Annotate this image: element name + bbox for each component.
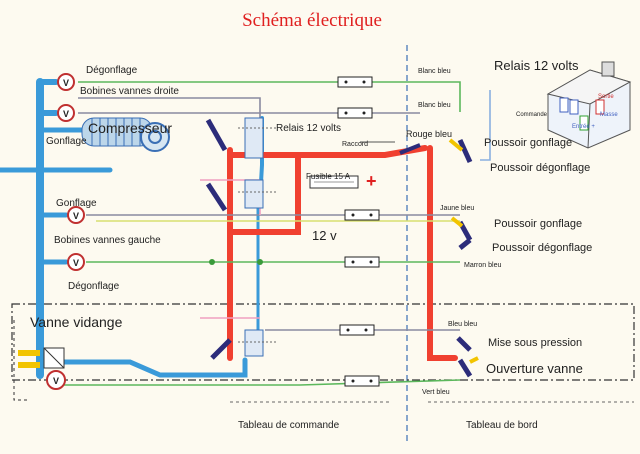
bobines-gauche-label: Bobines vannes gauche bbox=[54, 235, 161, 246]
vidange-zone bbox=[11, 303, 635, 381]
signal-wires bbox=[60, 81, 491, 386]
relay-entree-label: Entrée + bbox=[572, 124, 595, 130]
raccord-label: Raccord bbox=[342, 141, 368, 148]
ouverture-vanne-label: Ouverture vanne bbox=[486, 361, 583, 376]
degonflage-mid-label: Dégonflage bbox=[68, 281, 120, 292]
relay-masse-label: Masse bbox=[600, 112, 618, 118]
vidange-valve-icon bbox=[18, 347, 65, 369]
poussoir-gonflage-label-2: Poussoir gonflage bbox=[494, 218, 582, 230]
mise-sous-pression-label: Mise sous pression bbox=[488, 337, 582, 349]
compressor-icon bbox=[81, 117, 170, 152]
return-path bbox=[13, 320, 30, 401]
bobines-droite-label: Bobines vannes droite bbox=[80, 86, 179, 97]
tableau-commande-label: Tableau de commande bbox=[238, 420, 340, 431]
voltmeter-icon bbox=[46, 73, 85, 390]
poussoir-gonflage-label-1: Poussoir gonflage bbox=[484, 137, 572, 149]
switch-icon bbox=[205, 118, 479, 378]
relay-commande-label: Commande bbox=[516, 112, 548, 118]
tableau-bord-label: Tableau de bord bbox=[466, 420, 538, 431]
fuse-icon bbox=[309, 175, 359, 189]
poussoir-degonflage-label-2: Poussoir dégonflage bbox=[492, 242, 592, 254]
gonflage-mid-label: Gonflage bbox=[56, 198, 97, 209]
wire-label-rouge-bleu: Rouge bleu bbox=[406, 129, 452, 139]
compresseur-label: Compresseur bbox=[88, 120, 172, 136]
wire-label-vert-bleu: Vert bleu bbox=[422, 389, 450, 396]
wire-label-blanc-bleu-2: Blanc bleu bbox=[418, 102, 451, 109]
volts-label: 12 v bbox=[312, 228, 337, 243]
degonflage-top-label: Dégonflage bbox=[86, 65, 138, 76]
relay-box-title: Relais 12 volts bbox=[494, 58, 579, 73]
fuse-plus-sign: + bbox=[366, 171, 377, 191]
gonflage-top-label: Gonflage bbox=[46, 136, 87, 147]
center-relay-label: Relais 12 volts bbox=[276, 123, 341, 134]
fuse-label: Fusible 15 A bbox=[306, 172, 351, 181]
relay-box-icon bbox=[546, 61, 632, 149]
wire-label-jaune-bleu: Jaune bleu bbox=[440, 205, 474, 212]
wire-label-bleu-bleu: Bleu bleu bbox=[448, 321, 477, 328]
vanne-vidange-label: Vanne vidange bbox=[30, 314, 123, 330]
diagram-title: Schéma électrique bbox=[242, 10, 382, 31]
wire-label-blanc-bleu-1: Blanc bleu bbox=[418, 68, 451, 75]
voltmeter-label: V bbox=[63, 109, 69, 119]
center-relays bbox=[238, 117, 276, 357]
wire-label-marron-bleu: Marron bleu bbox=[464, 262, 501, 269]
voltmeter-label: V bbox=[63, 78, 69, 88]
voltmeter-label: V bbox=[73, 258, 79, 268]
poussoir-degonflage-label-1: Poussoir dégonflage bbox=[490, 162, 590, 174]
voltmeter-label: V bbox=[73, 211, 79, 221]
relay-sortie-label: Sortie bbox=[598, 94, 614, 100]
voltmeter-label: V bbox=[53, 376, 59, 386]
connector-icon bbox=[337, 76, 380, 387]
blue-bus bbox=[0, 78, 264, 379]
